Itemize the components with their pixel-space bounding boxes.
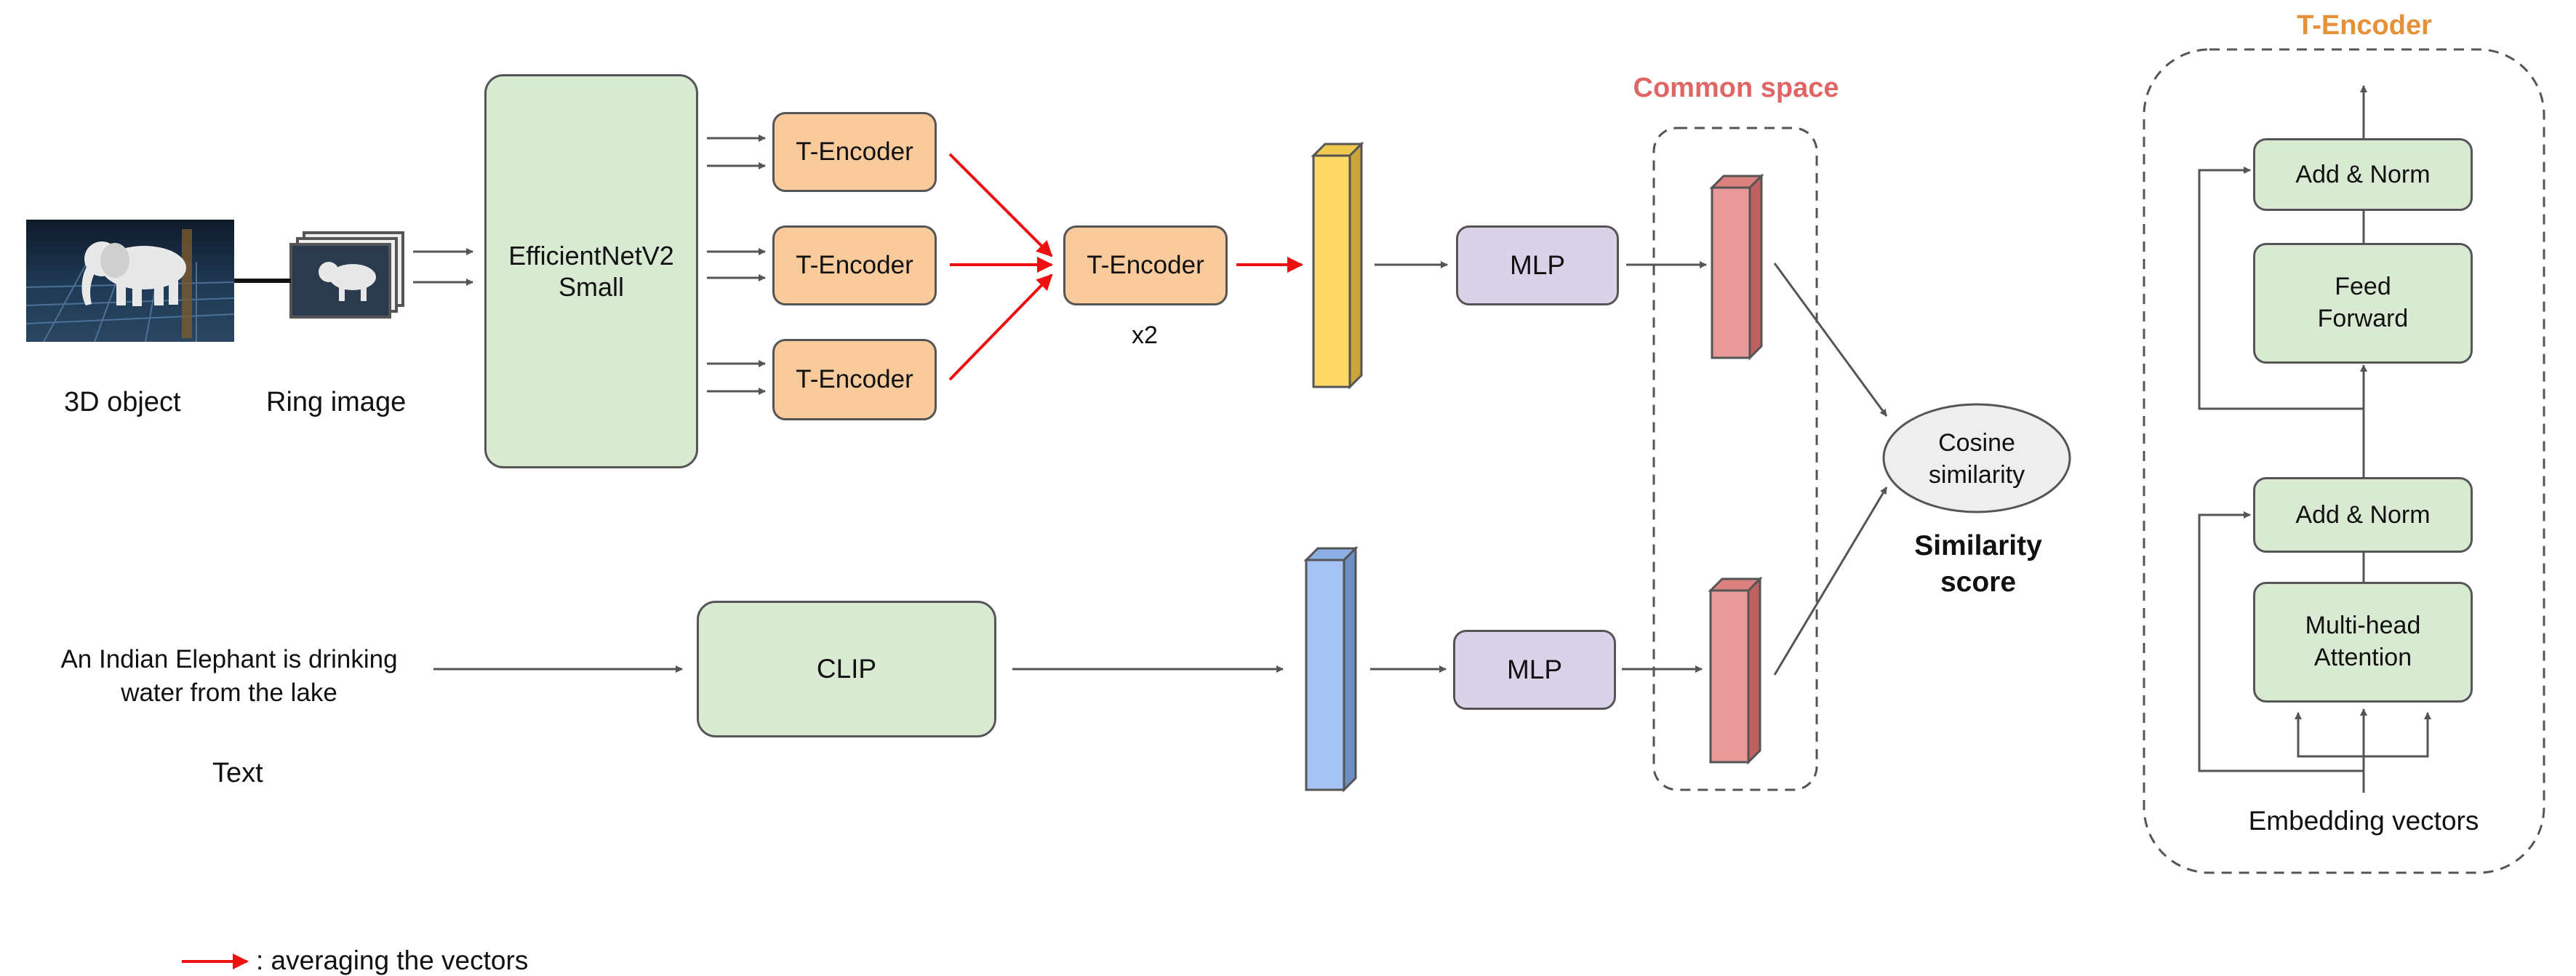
common-space-title: Common space [1633,73,1839,103]
common-space-region [1652,127,1818,791]
text-embedding [1708,576,1763,765]
label-3d-object: 3D object [64,387,181,417]
t-encoder-3: T-Encoder [772,339,937,420]
ring-image-stack [289,231,404,319]
embedding-vectors-label: Embedding vectors [2248,806,2479,836]
elephant-render-image [25,220,235,343]
clip-encoder: CLIP [697,601,996,737]
label-text: Text [212,758,263,788]
mlp-text: MLP [1453,630,1616,710]
mlp-image: MLP [1456,225,1619,305]
image-vector [1311,141,1364,390]
cosine-ellipse [1882,403,2071,513]
efficientnet-backbone: EfficientNetV2 Small [484,74,698,468]
label-ring-image: Ring image [266,387,407,417]
add-norm-top: Add & Norm [2253,138,2473,211]
add-norm-bottom: Add & Norm [2253,477,2473,553]
multi-head-attention: Multi-head Attention [2253,582,2473,703]
t-encoder-merge: T-Encoder [1063,225,1228,305]
feed-forward: Feed Forward [2253,243,2473,364]
t-encoder-detail-title: T-Encoder [2297,10,2432,41]
text-vector [1303,545,1359,793]
t-encoder-2: T-Encoder [772,225,937,305]
legend-label: : averaging the vectors [256,945,529,975]
label-repeat: x2 [1132,321,1158,349]
similarity-score-label: Similarity score [1914,530,2042,598]
cosine-similarity-label: Cosine similarity [1928,429,2025,489]
t-encoder-detail-region [2143,48,2545,874]
text-input: An Indian Elephant is drinking water fro… [60,645,398,707]
t-encoder-1: T-Encoder [772,112,937,192]
image-embedding [1709,173,1764,361]
